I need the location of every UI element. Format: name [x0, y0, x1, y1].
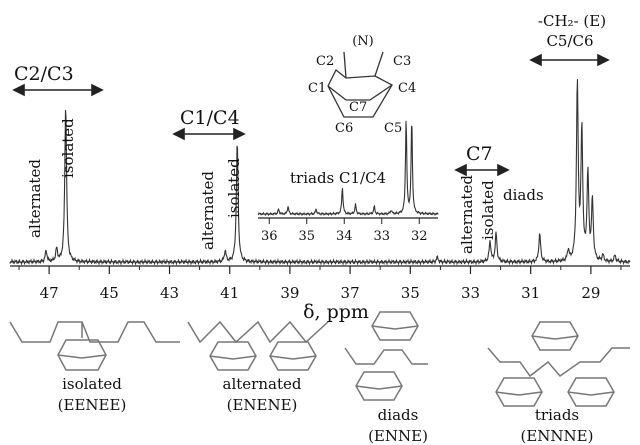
label-alternated-c1c4: alternated	[199, 171, 217, 250]
mol-c2: C2	[316, 54, 334, 69]
label-c2c3: C2/C3	[14, 63, 74, 85]
x-tick-labels: 47 45 43 41 39 37 35 33 31 29	[40, 284, 601, 302]
x-tick-label: 41	[220, 284, 239, 302]
x-tick-label: 35	[401, 284, 420, 302]
label-c1c4: C1/C4	[180, 107, 240, 129]
mol-c6: C6	[335, 121, 353, 136]
structure-isolated-name: isolated	[62, 375, 122, 393]
inset-tick-label: 32	[411, 229, 428, 244]
x-tick-label: 29	[581, 284, 600, 302]
mol-c7: C7	[349, 100, 367, 115]
structure-diads: diads (ENNE)	[344, 311, 428, 445]
mol-c5: C5	[384, 121, 402, 136]
x-tick-label: 43	[160, 284, 179, 302]
structure-diads-name: diads	[378, 406, 419, 424]
inset-tick-label: 35	[298, 229, 315, 244]
x-axis-label: δ, ppm	[303, 301, 369, 323]
label-diads: diads	[503, 186, 544, 204]
x-ticks	[18, 266, 622, 274]
x-tick-label: 39	[280, 284, 299, 302]
mol-c4: C4	[398, 81, 416, 96]
label-alternated-c2c3: alternated	[26, 159, 44, 238]
inset-tick-label: 36	[261, 229, 278, 244]
x-tick-label: 31	[521, 284, 540, 302]
label-isolated-c2c3: isolated	[59, 118, 77, 178]
norbornene-molecule: (N) C2 C3 C1 C7 C4 C6 C5	[308, 34, 416, 136]
label-alternated-c7: alternated	[458, 175, 476, 254]
structure-alternated: alternated (ENENE)	[187, 320, 329, 414]
structure-isolated-code: (EENEE)	[58, 396, 127, 414]
label-c7: C7	[466, 143, 493, 165]
inset: 36 35 34 33 32 triads C1/C4	[257, 120, 439, 244]
structure-triads: triads (ENNNE)	[487, 321, 630, 445]
label-isolated-c1c4: isolated	[225, 158, 243, 218]
mol-c3: C3	[393, 54, 411, 69]
spectrum-trace	[9, 79, 631, 266]
structure-alternated-name: alternated	[223, 375, 302, 393]
structure-isolated: isolated (EENEE)	[9, 321, 180, 414]
label-c5c6: C5/C6	[546, 32, 593, 50]
mol-c1: C1	[308, 81, 326, 96]
x-tick-label: 33	[461, 284, 480, 302]
x-tick-label: 47	[40, 284, 59, 302]
range-arrows	[12, 53, 610, 177]
structure-triads-name: triads	[535, 406, 579, 424]
structure-alternated-code: (ENENE)	[227, 396, 298, 414]
inset-label: triads C1/C4	[290, 169, 386, 187]
inset-ticks	[268, 218, 420, 224]
structure-diads-code: (ENNE)	[368, 427, 428, 445]
inset-tick-label: 33	[373, 229, 390, 244]
x-tick-label: 37	[341, 284, 360, 302]
inset-tick-labels: 36 35 34 33 32	[261, 229, 428, 244]
mol-n: (N)	[352, 34, 374, 49]
inset-trace	[257, 120, 439, 217]
structure-triads-code: (ENNNE)	[521, 427, 594, 445]
label-ch2: -CH₂- (E)	[538, 12, 606, 30]
inset-tick-label: 34	[336, 229, 353, 244]
label-isolated-c7: isolated	[479, 180, 497, 240]
x-tick-label: 45	[100, 284, 119, 302]
